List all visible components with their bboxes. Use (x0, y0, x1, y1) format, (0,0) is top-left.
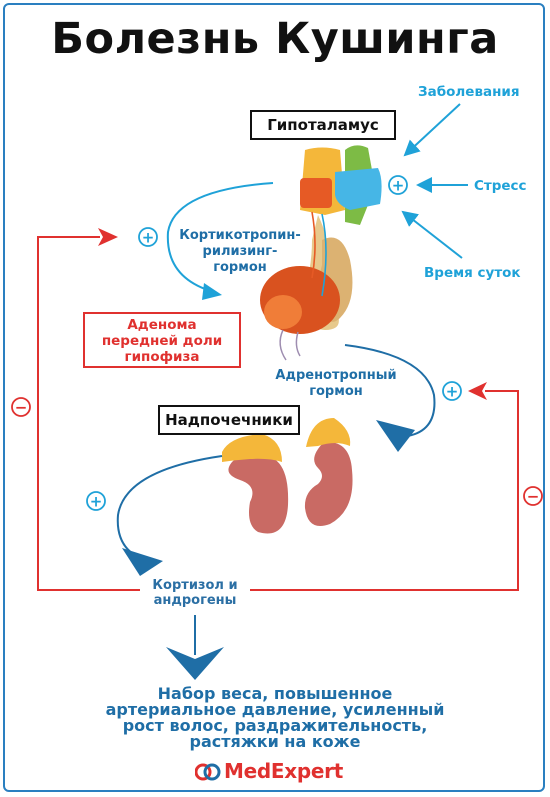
brand-name: MedExpert (224, 759, 343, 783)
cortisol-label-line1: Кортизол и (152, 578, 238, 593)
adenoma-label: Аденома передней доли гипофиза (83, 312, 241, 368)
diseases-label: Заболевания (418, 84, 520, 100)
feedback-loop-left (37, 228, 519, 591)
plus-sign-acth: + (446, 383, 459, 401)
adenoma-line3: гипофиза (124, 349, 200, 365)
page-title: Болезнь Кушинга (51, 14, 499, 64)
hypothalamus-pituitary-illustration (260, 145, 382, 361)
crh-label-line3: гормон (213, 260, 267, 275)
crh-arrow (166, 182, 274, 300)
result-text: Набор веса, повышенное артериальное давл… (20, 686, 530, 750)
sign-circles (11, 175, 543, 511)
crh-label: Кортикотропин- рилизинг- гормон (170, 228, 310, 276)
plus-sign-stress: + (392, 177, 405, 195)
result-line2: артериальное давление, усиленный (105, 700, 445, 719)
red-arrow-right-icon (468, 382, 487, 400)
cortisol-arrow (116, 455, 223, 576)
adrenal-glands-illustration (222, 418, 353, 534)
result-line4: растяжки на коже (189, 732, 361, 751)
minus-sign-left: − (15, 399, 28, 417)
plus-sign-crh: + (142, 229, 155, 247)
minus-sign-right: − (527, 488, 540, 506)
acth-label-line1: Адренотропный (275, 368, 397, 383)
crh-label-line2: рилизинг- (202, 244, 278, 259)
outer-frame (3, 3, 545, 792)
acth-label-line2: гормон (309, 384, 363, 399)
medexpert-logo-icon (195, 763, 221, 781)
time-of-day-label: Время суток (424, 265, 521, 281)
adenoma-line2: передней доли (101, 333, 223, 349)
crh-label-line1: Кортикотропин- (179, 228, 301, 243)
hypothalamus-label: Гипоталамус (250, 110, 396, 140)
cortisol-label-line2: андрогены (153, 593, 237, 608)
stress-label: Стресс (474, 178, 527, 194)
result-arrow (166, 615, 224, 680)
acth-arrow (344, 344, 436, 452)
external-factor-arrows (401, 103, 468, 259)
result-line1: Набор веса, повышенное (157, 684, 393, 703)
adrenals-label: Надпочечники (158, 405, 300, 435)
cortisol-label: Кортизол и андрогены (140, 578, 250, 608)
adenoma-line1: Аденома (127, 317, 197, 333)
result-line3: рост волос, раздражительность, (122, 716, 428, 735)
plus-sign-cortisol: + (90, 493, 103, 511)
red-arrow-left-icon (98, 228, 118, 246)
acth-label: Адренотропный гормон (262, 368, 410, 400)
